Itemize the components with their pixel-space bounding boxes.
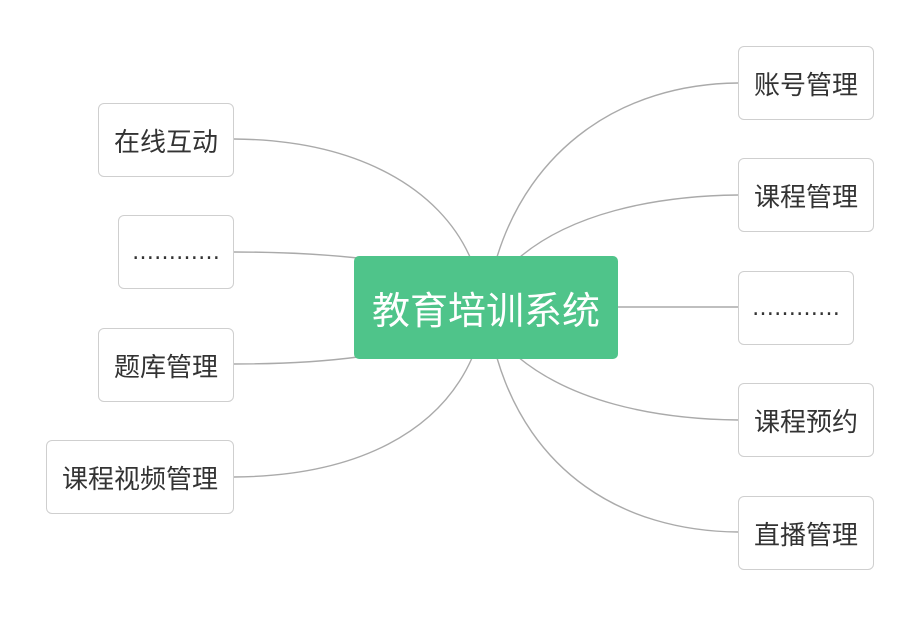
root-node[interactable]: 教育培训系统 [354,256,618,359]
link-root-to-course [519,194,739,258]
branch-node-question-bank[interactable]: 题库管理 [98,328,234,402]
link-root-to-course-video [233,357,473,478]
branch-node-course-booking[interactable]: 课程预约 [738,383,874,457]
link-root-to-left-ellipsis [233,251,359,259]
link-root-to-course-booking [517,356,739,421]
branch-node-online-interaction[interactable]: 在线互动 [98,103,234,177]
link-root-to-account [496,82,739,258]
branch-node-label: 课程视频管理 [61,464,218,495]
branch-node-live-stream[interactable]: 直播管理 [738,496,874,570]
branch-node-left-ellipsis[interactable]: ………… [118,215,234,289]
branch-node-label: 课程管理 [753,182,858,213]
link-root-to-live-stream [496,357,739,533]
branch-node-label: 直播管理 [753,520,858,551]
branch-node-label: 账号管理 [753,70,858,101]
branch-node-course-video[interactable]: 课程视频管理 [46,440,234,514]
branch-node-label: ………… [132,239,220,265]
link-root-to-question-bank [233,356,359,365]
root-node-label: 教育培训系统 [371,289,600,333]
branch-node-account[interactable]: 账号管理 [738,46,874,120]
branch-node-right-ellipsis[interactable]: ………… [738,271,854,345]
branch-node-label: 课程预约 [753,407,858,438]
branch-node-label: ………… [752,295,840,321]
link-root-to-online-interaction [233,138,471,258]
branch-node-label: 在线互动 [113,127,218,158]
branch-node-course[interactable]: 课程管理 [738,158,874,232]
branch-node-label: 题库管理 [113,352,218,383]
